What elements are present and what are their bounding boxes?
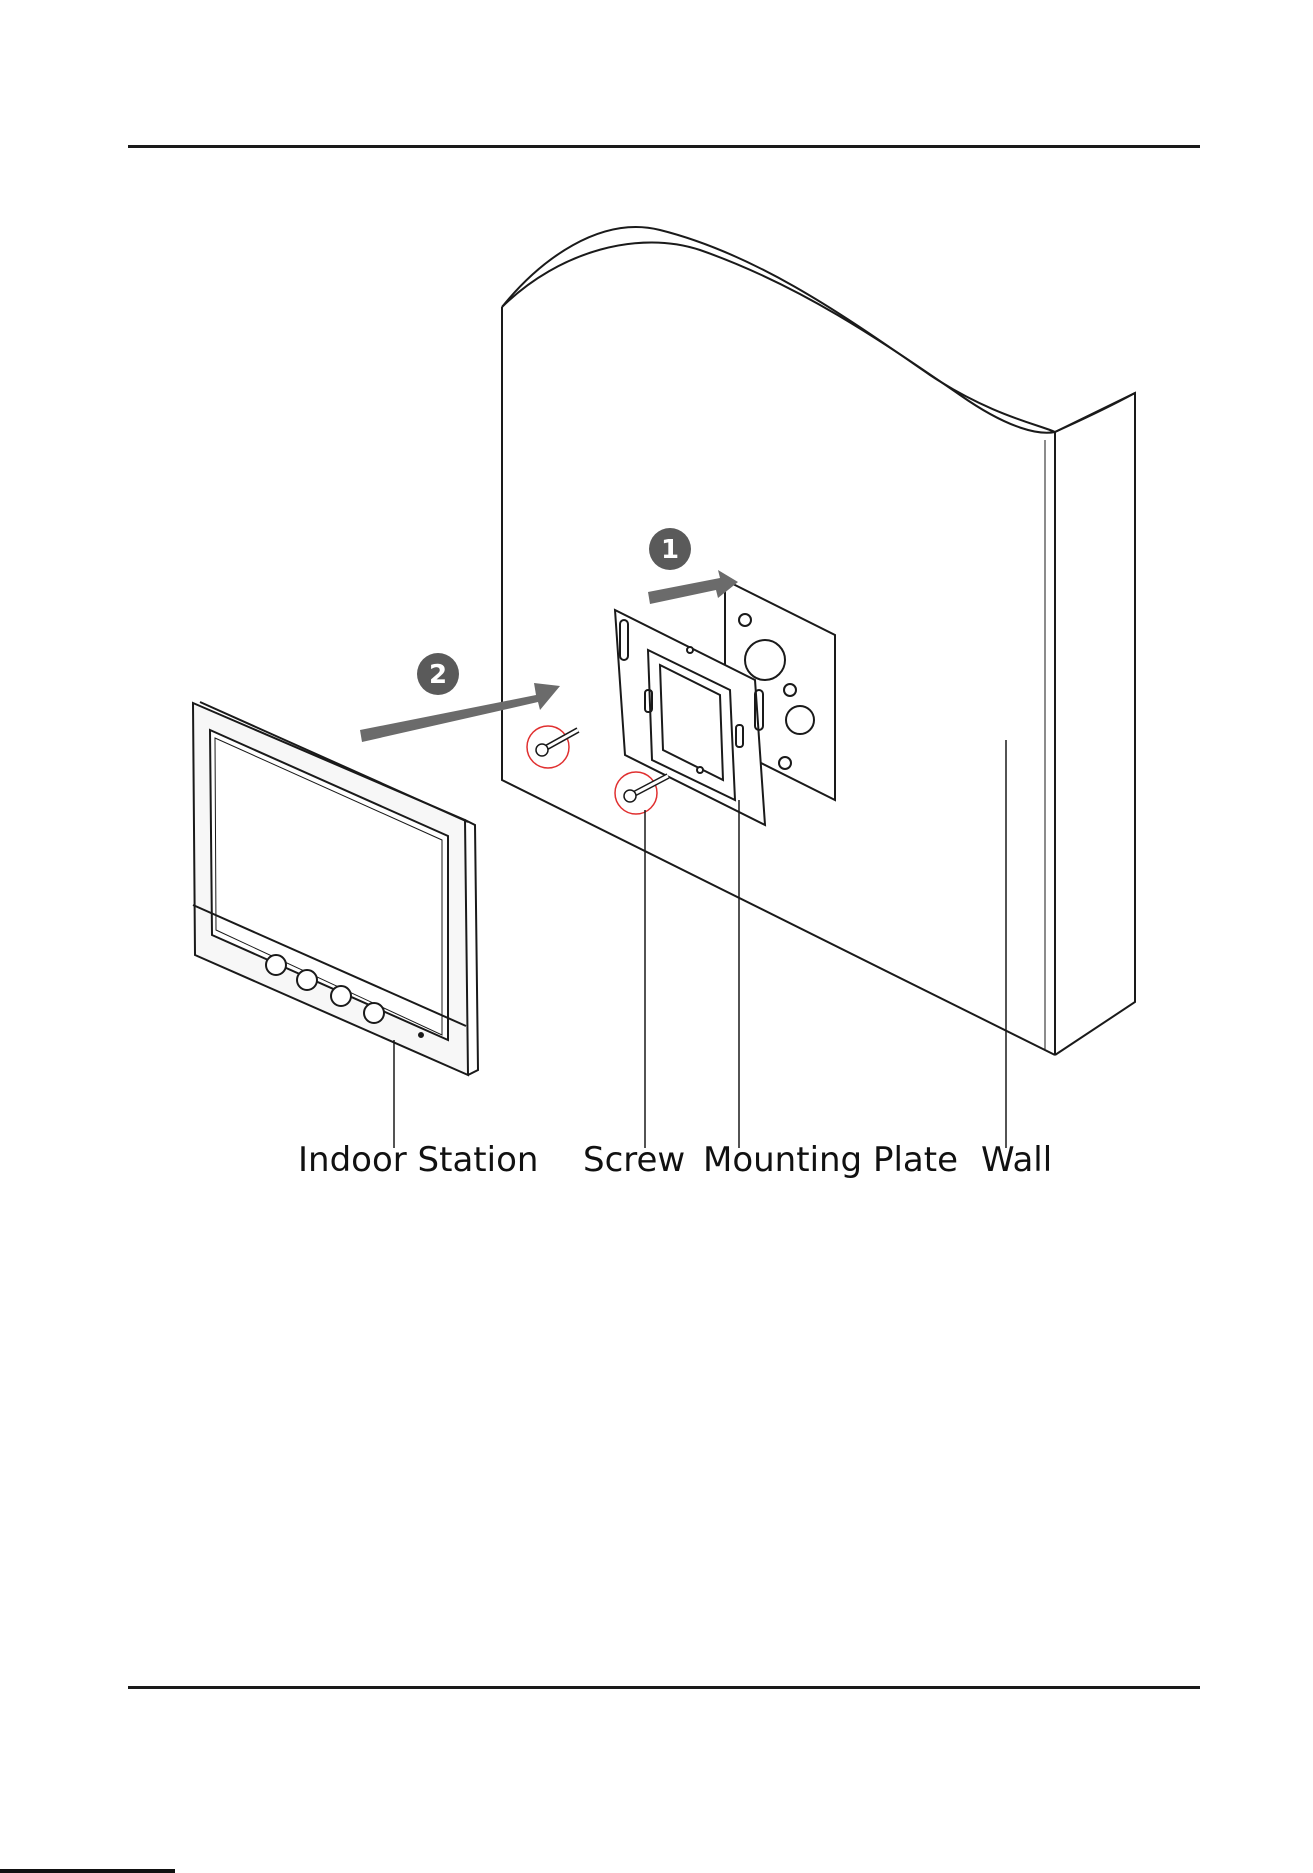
callout-lines [394,740,1006,1148]
label-indoor-station: Indoor Station [298,1140,538,1180]
label-wall: Wall [981,1140,1052,1180]
footer-strip [0,1869,175,1873]
wall-drawing [502,227,1135,1055]
label-mounting-plate: Mounting Plate [703,1140,958,1180]
indoor-station-drawing [193,702,478,1075]
step-2-badge: 2 [417,653,459,695]
step-2-number: 2 [429,660,447,690]
step-1-badge: 1 [649,528,691,570]
step-1-number: 1 [661,535,679,565]
label-screw: Screw [583,1140,685,1180]
arrow-step-2 [360,683,560,742]
